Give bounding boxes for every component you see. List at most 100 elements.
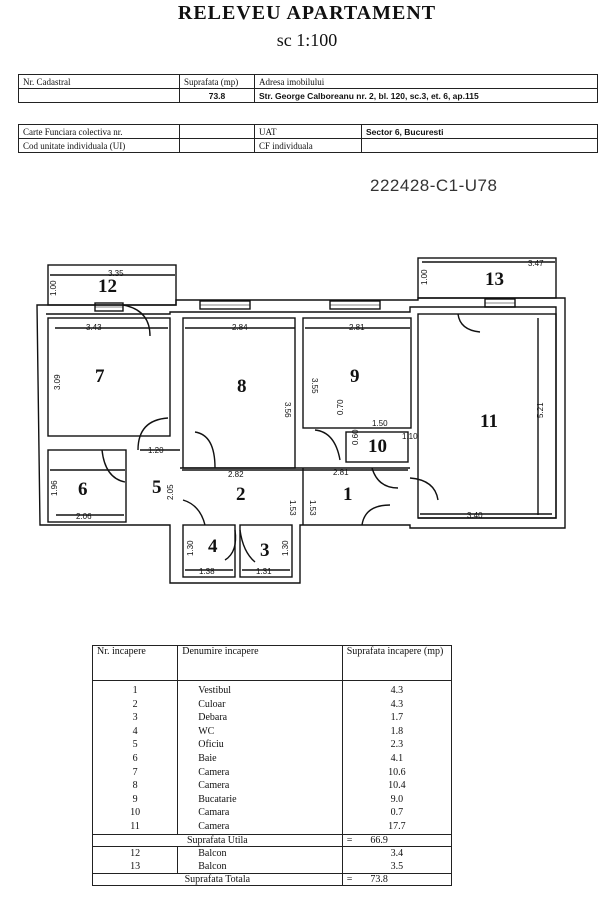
svg-text:1.10: 1.10 xyxy=(402,432,418,441)
col-header-area: Suprafata incapere (mp) xyxy=(341,645,453,681)
cod-ui-label: Cod unitate individuala (UI) xyxy=(18,138,180,153)
room-number-6: 6 xyxy=(78,479,88,500)
room-row-nr: 6 xyxy=(132,752,138,764)
room-row-area: 1.8 xyxy=(390,725,404,737)
room-row-name: Baie xyxy=(198,752,217,764)
balcony-row-area: 3.4 xyxy=(390,847,404,859)
svg-text:2.06: 2.06 xyxy=(76,512,92,521)
svg-text:2.81: 2.81 xyxy=(333,468,349,477)
document-code: 222428-C1-U78 xyxy=(370,176,498,195)
room-row-name: Debara xyxy=(198,712,228,724)
room-number-4: 4 xyxy=(208,536,218,557)
svg-text:1.53: 1.53 xyxy=(288,500,297,516)
room-number-2: 2 xyxy=(236,484,246,505)
svg-text:5.21: 5.21 xyxy=(536,402,545,418)
room-row-area: 4.1 xyxy=(390,752,404,764)
suprafata-utila-value: 66.9 xyxy=(370,834,388,846)
room-row-name: Camara xyxy=(198,807,230,819)
room-row-nr: 11 xyxy=(130,820,140,832)
svg-text:3.09: 3.09 xyxy=(53,374,62,390)
svg-text:1.50: 1.50 xyxy=(372,419,388,428)
room-row-area: 10.4 xyxy=(388,780,406,792)
balcony-row-area: 3.5 xyxy=(390,860,404,872)
outer-walls xyxy=(36,297,566,584)
col-header-nr: Nr. incapere xyxy=(91,645,179,681)
room-row-nr: 7 xyxy=(132,766,138,778)
room-row-nr: 9 xyxy=(132,793,138,805)
room-number-13: 13 xyxy=(485,269,504,290)
svg-text:1.00: 1.00 xyxy=(49,280,58,296)
suprafata-totala-label: Suprafata Totala xyxy=(92,872,343,886)
svg-text:3.40: 3.40 xyxy=(467,511,483,520)
suprafata-label: Suprafata (mp) xyxy=(179,74,255,89)
suprafata-utila-label: Suprafata Utila xyxy=(92,833,343,847)
room-row-area: 17.7 xyxy=(388,820,406,832)
scale-label: sc 1:100 xyxy=(276,30,338,50)
room-number-1: 1 xyxy=(343,484,353,505)
svg-text:1.30: 1.30 xyxy=(281,540,290,556)
room-number-7: 7 xyxy=(95,366,105,387)
svg-text:3.35: 3.35 xyxy=(108,269,124,278)
room-row-nr: 4 xyxy=(132,725,138,737)
room-row-name: Oficiu xyxy=(198,739,224,751)
svg-text:2.84: 2.84 xyxy=(232,323,248,332)
col-header-name: Denumire incapere xyxy=(177,645,343,681)
room-row-area: 1.7 xyxy=(390,712,404,724)
rooms-table: Nr. incapere Denumire incapere Suprafata… xyxy=(91,645,453,886)
svg-text:2.82: 2.82 xyxy=(228,470,244,479)
room-row-nr: 10 xyxy=(130,807,141,819)
adresa-label: Adresa imobilului xyxy=(254,74,598,89)
room-4-outline xyxy=(182,524,236,578)
room-9-outline xyxy=(302,317,412,429)
room-number-8: 8 xyxy=(237,376,247,397)
suprafata-totala-value: 73.8 xyxy=(370,873,388,885)
land-registry-table: Carte Funciara colectiva nr. UAT Sector … xyxy=(18,124,598,153)
svg-text:2.81: 2.81 xyxy=(349,323,365,332)
svg-text:1.30: 1.30 xyxy=(186,540,195,556)
nr-cadastral-value xyxy=(18,88,180,103)
room-row-name: Culoar xyxy=(198,698,226,710)
room-row-name: WC xyxy=(198,725,215,737)
svg-text:3.55: 3.55 xyxy=(310,378,319,394)
room-row-name: Camera xyxy=(198,766,230,778)
room-row-area: 4.3 xyxy=(390,685,404,696)
room-number-9: 9 xyxy=(350,366,360,387)
svg-text:1.53: 1.53 xyxy=(308,500,317,516)
room-row-area: 4.3 xyxy=(390,698,404,710)
room-3-outline xyxy=(239,524,293,578)
room-number-5: 5 xyxy=(152,477,162,498)
room-number-11: 11 xyxy=(480,411,498,432)
svg-text:0.60: 0.60 xyxy=(351,429,360,445)
room-row-nr: 5 xyxy=(132,739,138,751)
svg-text:1.20: 1.20 xyxy=(148,446,164,455)
room-row-nr: 1 xyxy=(132,685,138,696)
room-number-12: 12 xyxy=(98,276,117,297)
cf-label: CF individuala xyxy=(254,138,362,153)
svg-text:3.56: 3.56 xyxy=(283,402,292,418)
svg-text:1.38: 1.38 xyxy=(199,567,215,576)
svg-text:3.43: 3.43 xyxy=(86,323,102,332)
uat-label: UAT xyxy=(254,124,362,139)
room-row-name: Bucatarie xyxy=(198,793,237,805)
balcony-row-nr: 13 xyxy=(130,860,141,872)
adresa-value: Str. George Calboreanu nr. 2, bl. 120, s… xyxy=(254,88,598,103)
cadastral-info-table: Nr. Cadastral Suprafata (mp) Adresa imob… xyxy=(18,74,598,103)
room-row-name: Camera xyxy=(198,820,230,832)
uat-value: Sector 6, Bucuresti xyxy=(361,124,598,139)
nr-cadastral-label: Nr. Cadastral xyxy=(18,74,180,89)
balcony-row-nr: 12 xyxy=(130,847,141,859)
svg-text:1.96: 1.96 xyxy=(50,480,59,496)
svg-text:0.70: 0.70 xyxy=(336,399,345,415)
room-6-outline xyxy=(47,449,127,523)
room-row-nr: 3 xyxy=(132,712,138,724)
floor-plan: 1 2 3 4 5 6 7 8 9 10 11 12 13 3.35 1.00 … xyxy=(36,257,566,584)
room-7-outline xyxy=(47,317,171,437)
page-title: RELEVEU APARTAMENT xyxy=(177,2,437,24)
room-row-area: 9.0 xyxy=(390,793,404,805)
suprafata-value: 73.8 xyxy=(179,88,255,103)
room-11-outline xyxy=(417,313,557,519)
balcony-row-name: Balcon xyxy=(198,847,227,859)
room-row-area: 0.7 xyxy=(390,807,404,819)
room-number-3: 3 xyxy=(260,540,270,561)
room-number-10: 10 xyxy=(368,436,387,457)
